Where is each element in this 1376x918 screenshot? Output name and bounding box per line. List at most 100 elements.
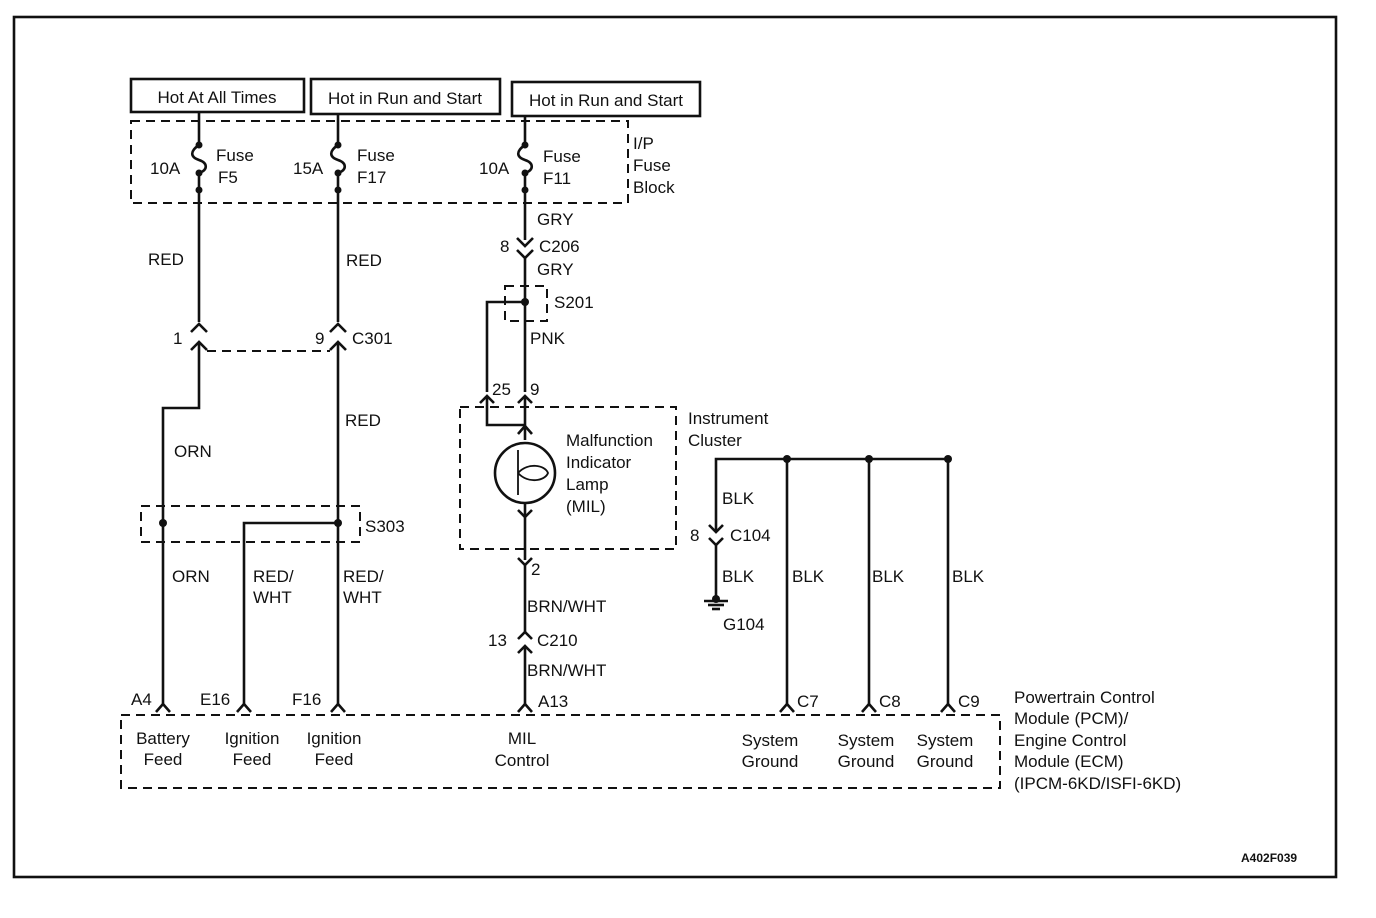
mil-lamp-label-line3: Lamp <box>566 475 609 494</box>
wire-color-blk-c104-lower: BLK <box>722 567 755 586</box>
fuse-f17-label: Fuse <box>357 146 395 165</box>
wire-color-gry-upper: GRY <box>537 210 574 229</box>
pcm-pin-c8: C8 <box>879 692 901 711</box>
pcm-outline <box>120 714 1001 789</box>
pcm-name-line3: Engine Control <box>1014 731 1126 750</box>
wire-color-brn-wht-lower: BRN/WHT <box>527 661 606 680</box>
fuse-block-label-line2: Fuse <box>633 156 671 175</box>
pcm-name-line5: (IPCM-6KD/ISFI-6KD) <box>1014 774 1181 793</box>
pcm-func-ignition-feed-e16-2: Feed <box>233 750 272 769</box>
splice-s303-outline <box>140 505 361 543</box>
wire-color-red-c301: RED <box>345 411 381 430</box>
power-source-label-3: Hot in Run and Start <box>529 91 683 110</box>
power-source-label-1: Hot At All Times <box>157 88 276 107</box>
fuse-f5-id: F5 <box>218 168 238 187</box>
wire-color-blk-c7: BLK <box>792 567 825 586</box>
connector-c206-label: C206 <box>539 237 580 256</box>
connector-c210-pin: 13 <box>488 631 507 650</box>
pcm-func-system-ground-c8-1: System <box>838 731 895 750</box>
fuse-block-label-line1: I/P <box>633 134 654 153</box>
ground-icon <box>704 595 728 611</box>
pcm-func-mil-control-2: Control <box>495 751 550 770</box>
pcm-func-battery-feed-1: Battery <box>136 729 190 748</box>
instrument-cluster-outline <box>459 406 677 550</box>
cluster-pin-9: 9 <box>530 380 539 399</box>
connector-c206-symbol <box>516 237 534 260</box>
wire-color-orn-lower: ORN <box>172 567 210 586</box>
pcm-func-ignition-feed-f16-2: Feed <box>315 750 354 769</box>
connector-c210-label: C210 <box>537 631 578 650</box>
wire-color-orn-upper: ORN <box>174 442 212 461</box>
mil-lamp-label-line1: Malfunction <box>566 431 653 450</box>
pcm-name-line4: Module (ECM) <box>1014 752 1124 771</box>
pcm-func-system-ground-c7-1: System <box>742 731 799 750</box>
fuse-f5-symbol <box>190 143 208 175</box>
wire-color-blk-c104-upper: BLK <box>722 489 755 508</box>
wire-color-blk-c9: BLK <box>952 567 985 586</box>
connector-c301-label: C301 <box>352 329 393 348</box>
pcm-name-line2: Module (PCM)/ <box>1014 709 1129 728</box>
fuse-f11-label: Fuse <box>543 147 581 166</box>
splice-s303-dot-a <box>159 519 167 527</box>
power-source-box-2 <box>309 77 502 116</box>
ground-g104-label: G104 <box>723 615 765 634</box>
figure-id: A402F039 <box>1241 851 1297 865</box>
wire-color-red-wht-e16-line1: RED/ <box>253 567 294 586</box>
connector-c104-label: C104 <box>730 526 771 545</box>
connector-c301-pin-b: 9 <box>315 329 324 348</box>
pcm-func-system-ground-c9-1: System <box>917 731 974 750</box>
cluster-pin-2: 2 <box>531 560 540 579</box>
wire-color-red-wht-f16-line1: RED/ <box>343 567 384 586</box>
fuse-f5-rating: 10A <box>150 159 181 178</box>
pcm-func-ignition-feed-f16-1: Ignition <box>307 729 362 748</box>
fuse-block-outline <box>130 120 629 204</box>
instrument-cluster-label-line1: Instrument <box>688 409 769 428</box>
pcm-pin-a4: A4 <box>131 690 152 709</box>
mil-lamp-label-line2: Indicator <box>566 453 632 472</box>
fuse-f5-label: Fuse <box>216 146 254 165</box>
mil-lamp-icon <box>493 441 557 505</box>
pcm-func-mil-control-1: MIL <box>508 729 536 748</box>
fuse-f17-rating: 15A <box>293 159 324 178</box>
pcm-pin-e16: E16 <box>200 690 230 709</box>
connector-c206-pin: 8 <box>500 237 509 256</box>
fuse-f11-rating: 10A <box>479 159 510 178</box>
pcm-pin-c7: C7 <box>797 692 819 711</box>
wire-color-blk-c8: BLK <box>872 567 905 586</box>
instrument-cluster-label-line2: Cluster <box>688 431 742 450</box>
mil-lamp-filament <box>517 450 549 495</box>
fuse-f17-symbol <box>329 143 347 175</box>
wire-color-brn-wht-upper: BRN/WHT <box>527 597 606 616</box>
diagram-border <box>12 15 1338 879</box>
fuse-f11-id: F11 <box>543 169 571 188</box>
wire-color-gry-lower: GRY <box>537 260 574 279</box>
pcm-pin-a13: A13 <box>538 692 568 711</box>
pcm-func-battery-feed-2: Feed <box>144 750 183 769</box>
wire-color-red-wht-f16-line2: WHT <box>343 588 382 607</box>
pcm-pin-f16: F16 <box>292 690 321 709</box>
pcm-func-system-ground-c9-2: Ground <box>917 752 974 771</box>
mil-lamp-label-line4: (MIL) <box>566 497 606 516</box>
pcm-name-line1: Powertrain Control <box>1014 688 1155 707</box>
pcm-pin-c9: C9 <box>958 692 980 711</box>
wire-color-red-f5: RED <box>148 250 184 269</box>
connector-c104-pin: 8 <box>690 526 699 545</box>
cluster-pin-25: 25 <box>492 380 511 399</box>
fuse-f17-id: F17 <box>357 168 386 187</box>
pcm-func-system-ground-c7-2: Ground <box>742 752 799 771</box>
connector-c301-pin-a: 1 <box>173 329 182 348</box>
power-source-label-2: Hot in Run and Start <box>328 89 482 108</box>
wire-color-pnk: PNK <box>530 329 566 348</box>
wire-color-red-f17: RED <box>346 251 382 270</box>
power-source-box-1 <box>129 77 306 114</box>
splice-s303-label: S303 <box>365 517 405 536</box>
pcm-terminals <box>155 702 956 713</box>
fuse-f11-symbol <box>516 143 534 175</box>
pcm-func-system-ground-c8-2: Ground <box>838 752 895 771</box>
splice-s201-label: S201 <box>554 293 594 312</box>
pcm-func-ignition-feed-e16-1: Ignition <box>225 729 280 748</box>
splice-s201-outline <box>504 285 548 322</box>
power-source-box-3 <box>510 80 702 118</box>
fuse-block-label-line3: Block <box>633 178 675 197</box>
